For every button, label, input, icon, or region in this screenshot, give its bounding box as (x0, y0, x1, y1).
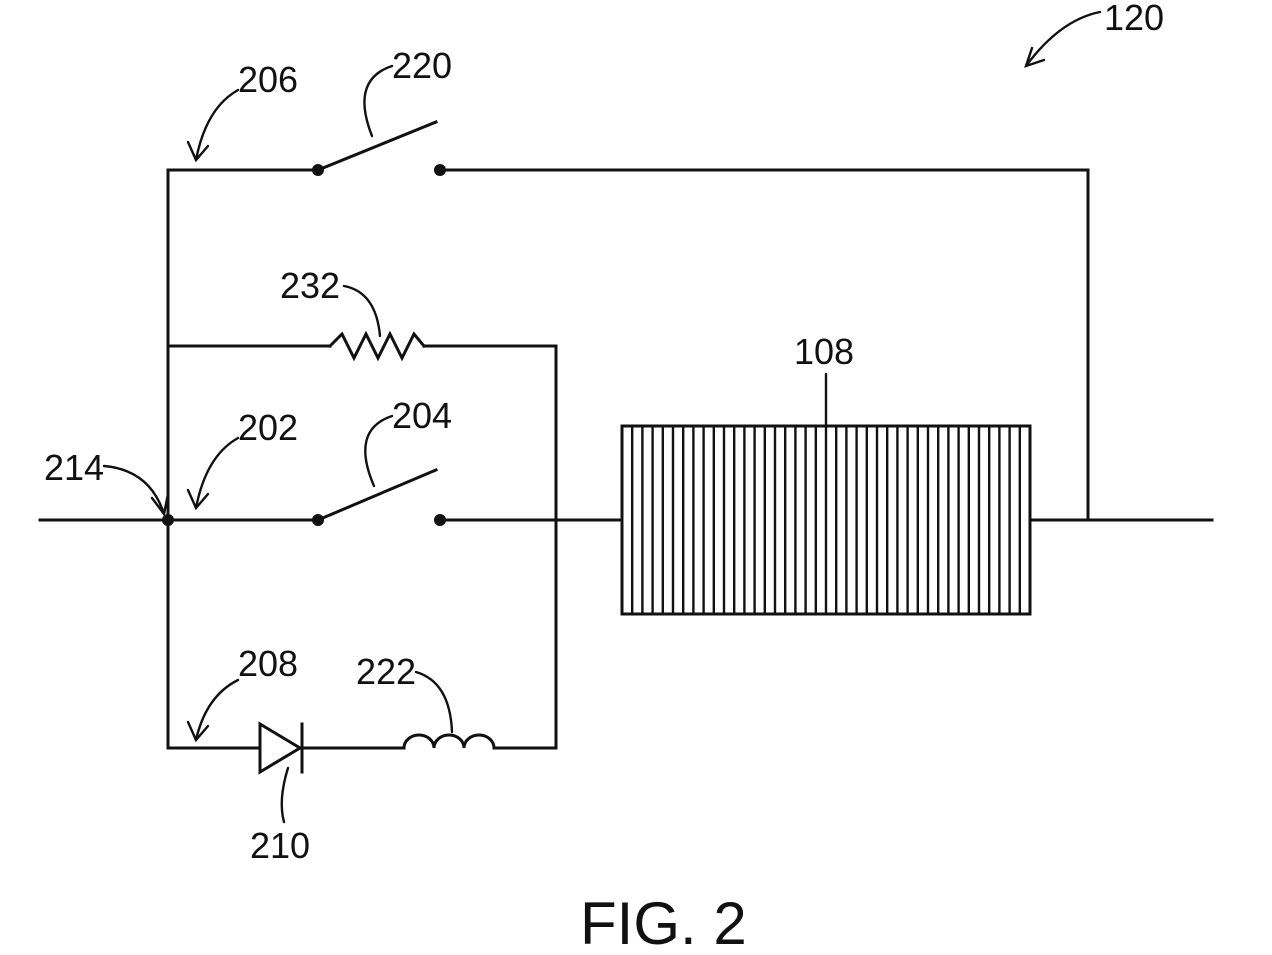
leader-202 (196, 438, 238, 508)
switch-204-blade (318, 470, 436, 520)
label-204: 204 (392, 395, 452, 436)
label-220: 220 (392, 45, 452, 86)
switch-204-contact-right (434, 514, 446, 526)
label-208: 208 (238, 643, 298, 684)
inductor-222 (404, 735, 494, 748)
leader-210 (282, 768, 288, 822)
diode-210-triangle (260, 724, 300, 772)
label-210: 210 (250, 825, 310, 866)
battery-cell-lines (632, 426, 1020, 614)
switch-204-contact-left (312, 514, 324, 526)
label-232: 232 (280, 265, 340, 306)
leader-232 (344, 286, 380, 336)
label-108: 108 (794, 331, 854, 372)
leader-214 (104, 466, 164, 514)
leader-204 (365, 416, 392, 486)
leader-120 (1026, 12, 1100, 66)
switch-220-blade (318, 122, 436, 170)
switch-220-contact-right (434, 164, 446, 176)
node-214-dot (162, 514, 174, 526)
label-202: 202 (238, 407, 298, 448)
switch-220-contact-left (312, 164, 324, 176)
resistor-232 (330, 334, 424, 358)
figure-caption: FIG. 2 (580, 890, 747, 955)
label-222: 222 (356, 651, 416, 692)
leader-206 (196, 90, 238, 160)
label-120: 120 (1104, 0, 1164, 38)
leader-220 (364, 66, 392, 136)
label-206: 206 (238, 59, 298, 100)
leader-222 (416, 672, 452, 732)
label-214: 214 (44, 447, 104, 488)
